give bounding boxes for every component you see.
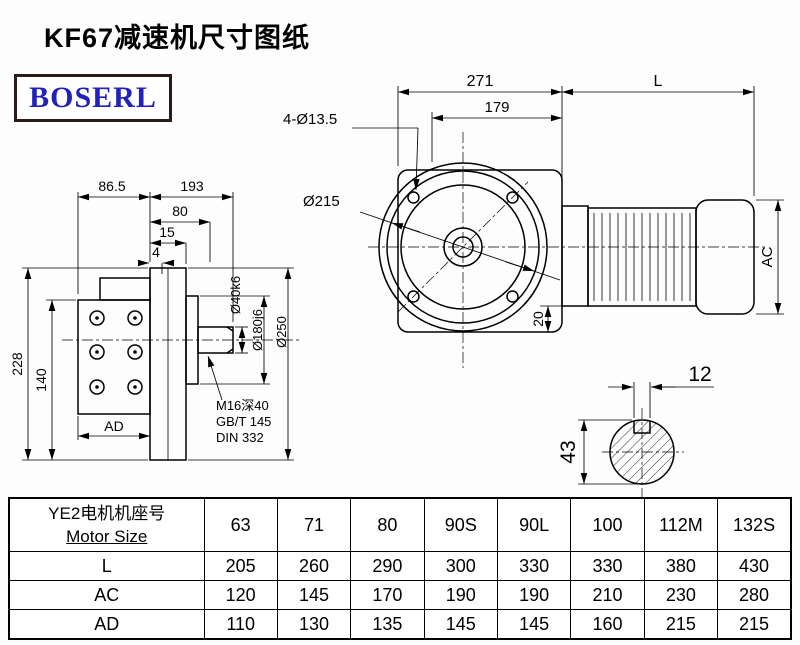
row-label-cell: AD	[8, 609, 205, 640]
shaft-section-view: 12 43	[557, 363, 714, 497]
value-cell: 190	[423, 580, 499, 610]
value-cell: 290	[350, 551, 425, 581]
dim-4-label: 4	[152, 244, 160, 260]
logo-text: BOSERL	[29, 81, 157, 114]
front-view-motor	[561, 199, 755, 315]
dim-20-label: 20	[530, 311, 546, 327]
side-view: 86.5 193 80 15 4 228 140	[9, 178, 300, 461]
value-cell: 145	[276, 580, 352, 610]
value-cell: 330	[496, 551, 572, 581]
side-view-dimensions: 86.5 193 80 15 4 228 140	[9, 178, 294, 461]
bolt-holes-label: 4-Ø13.5	[283, 111, 337, 128]
table-row-L: L 205 260 290 300 330 330 380 430	[8, 551, 792, 581]
dim-12-label: 12	[688, 363, 711, 386]
side-view-housing	[77, 267, 234, 461]
value-cell: 215	[643, 609, 719, 640]
value-cell: 205	[203, 551, 278, 581]
table-header-row: YE2电机机座号 Motor Size 63 71 80 90S 90L 100…	[8, 497, 792, 552]
value-cell: 210	[570, 580, 645, 610]
flange-circle-diameter-label: Ø215	[303, 193, 340, 210]
dim-193-label: 193	[180, 178, 204, 194]
table-row-AC: AC 120 145 170 190 190 210 230 280	[8, 580, 792, 610]
logo-box: BOSERL	[14, 74, 172, 122]
value-cell: 230	[643, 580, 719, 610]
tap-note-line2: GB/T 145	[216, 414, 271, 429]
value-cell: 135	[350, 609, 425, 640]
tap-note-line3: DIN 332	[216, 430, 264, 445]
value-cell: 190	[496, 580, 572, 610]
technical-drawing: 86.5 193 80 15 4 228 140	[9, 73, 784, 497]
front-view-centerlines	[368, 132, 766, 368]
size-header-cell: 71	[276, 497, 352, 552]
row-label-cell: AC	[8, 580, 205, 610]
row-label-cell: L	[8, 551, 205, 581]
size-header-cell: 100	[570, 497, 645, 552]
value-cell: 170	[350, 580, 425, 610]
tap-note-line1: M16深40	[216, 398, 269, 413]
dim-140-label: 140	[33, 368, 49, 392]
side-view-cover-bolts	[89, 310, 143, 395]
motor-size-label-en: Motor Size	[66, 526, 148, 546]
dim-15-label: 15	[159, 224, 175, 240]
value-cell: 380	[643, 551, 719, 581]
dim-271-label: 271	[467, 73, 494, 90]
dim-80-label: 80	[172, 203, 188, 219]
dim-228-label: 228	[9, 352, 25, 376]
dim-AC-label: AC	[759, 246, 776, 267]
size-header-cell: 80	[350, 497, 425, 552]
value-cell: 130	[276, 609, 352, 640]
dimension-table: YE2电机机座号 Motor Size 63 71 80 90S 90L 100…	[8, 497, 792, 640]
dim-AD-label: AD	[104, 418, 123, 434]
value-cell: 300	[423, 551, 499, 581]
motor-size-header-cell: YE2电机机座号 Motor Size	[8, 497, 205, 552]
size-header-cell: 132S	[717, 497, 792, 552]
size-header-cell: 63	[203, 497, 278, 552]
value-cell: 145	[423, 609, 499, 640]
page-title: KF67减速机尺寸图纸	[44, 23, 311, 53]
value-cell: 260	[276, 551, 352, 581]
size-header-cell: 90S	[423, 497, 499, 552]
motor-size-label-cn: YE2电机机座号	[48, 504, 166, 524]
value-cell: 110	[203, 609, 278, 640]
dim-L-label: L	[654, 73, 663, 90]
value-cell: 145	[496, 609, 572, 640]
size-header-cell: 112M	[643, 497, 719, 552]
flange-diameter-label: Ø250	[274, 316, 289, 348]
shaft-diameter-label: Ø40k6	[228, 276, 243, 314]
front-view-housing	[378, 162, 563, 333]
value-cell: 215	[717, 609, 792, 640]
dim-86-5-label: 86.5	[98, 178, 125, 194]
front-view: 271 L 179 4-Ø13.5 Ø215 20	[283, 73, 784, 368]
shaft-section-dimensions: 12 43	[557, 363, 714, 485]
value-cell: 330	[570, 551, 645, 581]
value-cell: 120	[203, 580, 278, 610]
value-cell: 430	[717, 551, 792, 581]
dim-179-label: 179	[484, 99, 509, 116]
dim-43-label: 43	[557, 440, 580, 463]
table-row-AD: AD 110 130 135 145 145 160 215 215	[8, 609, 792, 640]
value-cell: 280	[717, 580, 792, 610]
front-view-dimensions: 271 L 179 4-Ø13.5 Ø215 20	[283, 73, 784, 332]
value-cell: 160	[570, 609, 645, 640]
spigot-diameter-label: Ø180j6	[250, 309, 265, 351]
size-header-cell: 90L	[496, 497, 572, 552]
